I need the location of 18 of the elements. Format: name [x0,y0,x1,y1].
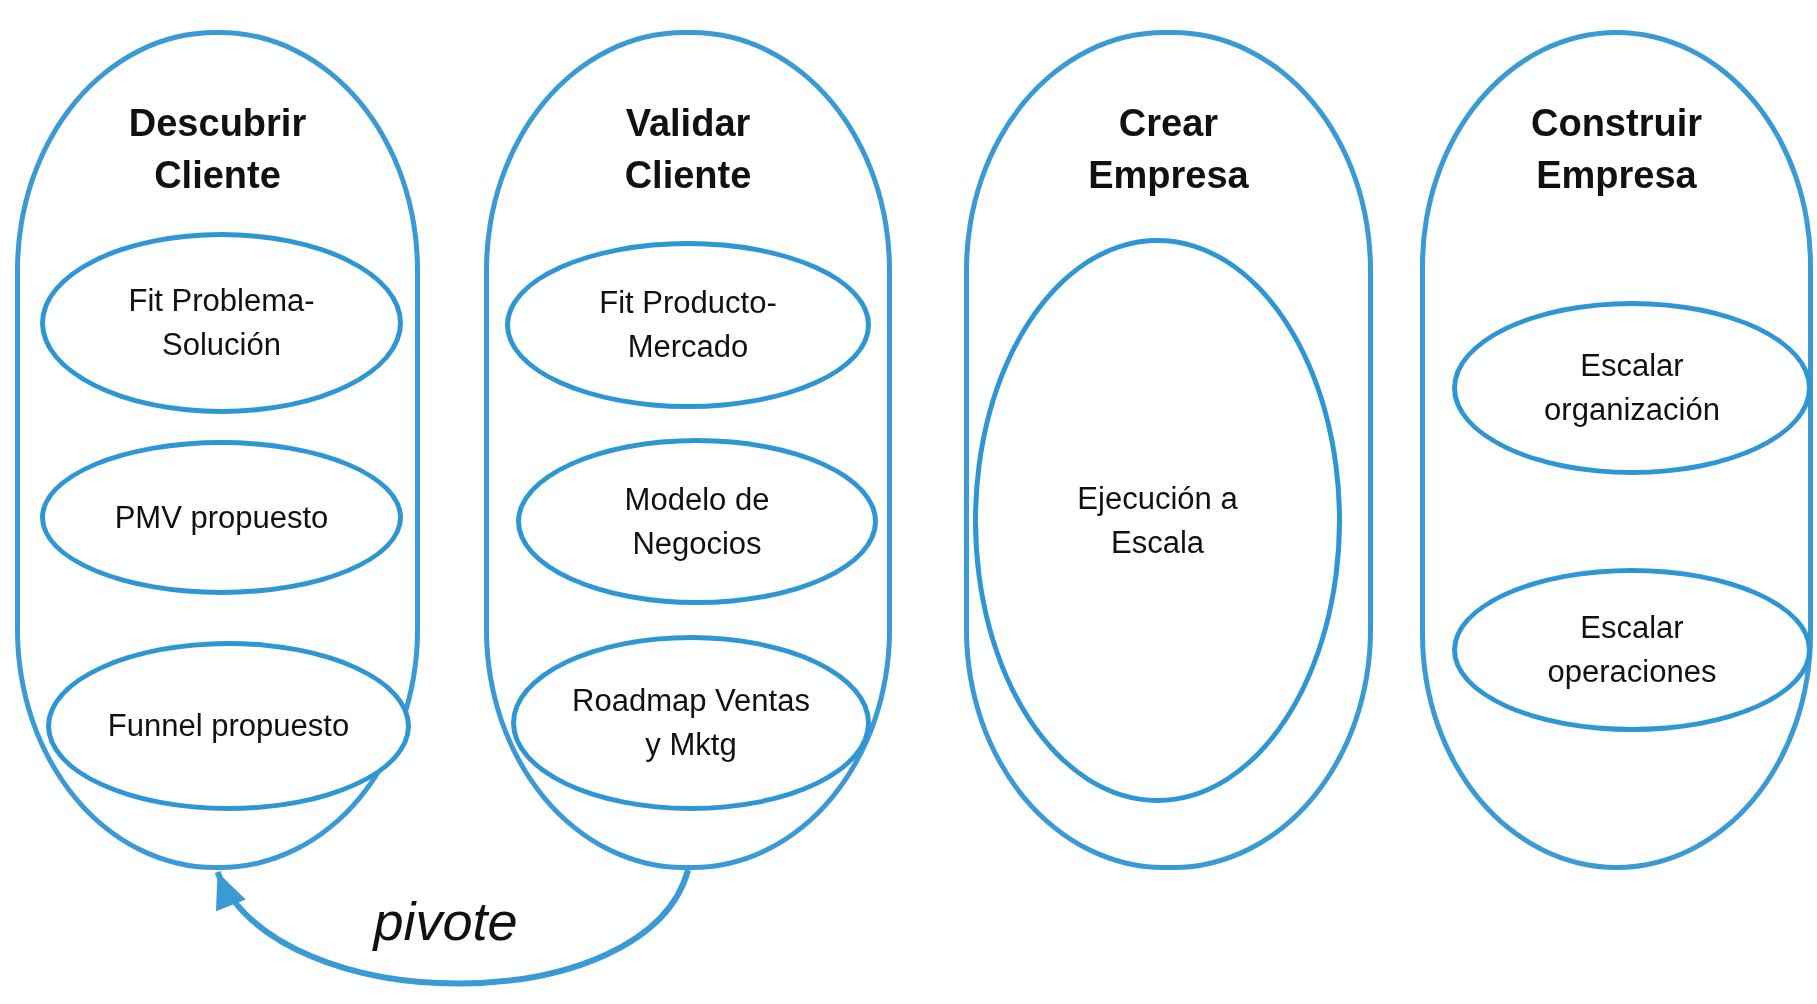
stage-title: Construir Empresa [1530,101,1703,198]
activity-label: Fit Producto-Mercado [598,284,778,366]
activity-label: Escalar organización [1543,347,1721,429]
stage-column [1420,30,1813,870]
activity-label: Modelo de Negocios [623,480,771,563]
stage-title: Crear Empresa [1087,101,1250,198]
activity-label: Escalar operaciones [1546,609,1718,691]
activity-label: PMV propuesto [113,498,330,537]
stage-column [15,30,420,870]
stage-title: Validar Cliente [623,101,753,198]
activity-label: Ejecución a Escala [1076,479,1239,562]
curved-arrow [214,868,691,987]
activity-label: Roadmap Ventas y Mktg [571,682,811,764]
stage-title: Descubrir Cliente [127,101,308,198]
stage-column [484,30,892,870]
activity-label: Fit Problema-Solución [127,282,316,364]
activity-label: Funnel propuesto [106,707,351,745]
stage-column [964,30,1373,870]
